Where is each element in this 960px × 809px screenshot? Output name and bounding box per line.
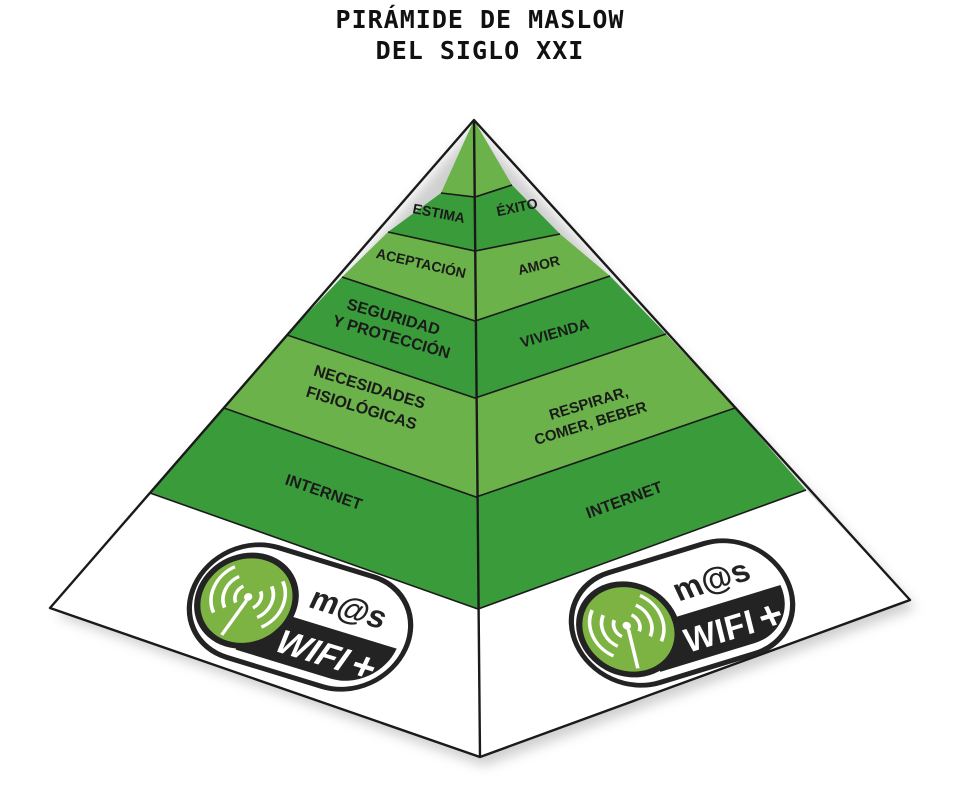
left-band-aceptacion <box>342 232 475 321</box>
right-band-respirar <box>475 334 735 497</box>
wifi-antenna-icon <box>209 565 288 636</box>
wifi-logo-left: m@s WIFI + <box>186 542 414 692</box>
wifi-logo-right: m@s WIFI + <box>568 538 796 688</box>
right-band-internet <box>476 408 806 609</box>
right-band-vivienda <box>475 276 666 398</box>
right-band-apex <box>474 120 512 197</box>
title-line-2: DEL SIGLO XXI <box>375 36 585 65</box>
wifi-antenna-icon <box>587 594 666 669</box>
page-title: PIRÁMIDE DE MASLOW DEL SIGLO XXI <box>0 4 960 66</box>
right-band-amor <box>475 234 610 321</box>
title-line-1: PIRÁMIDE DE MASLOW <box>335 5 625 34</box>
left-band-internet <box>150 408 478 609</box>
left-band-necesidades <box>224 335 476 497</box>
left-band-apex <box>441 120 475 197</box>
right-band-exito <box>475 185 560 251</box>
pyramid-outline <box>48 118 912 759</box>
left-band-seguridad <box>287 277 475 398</box>
